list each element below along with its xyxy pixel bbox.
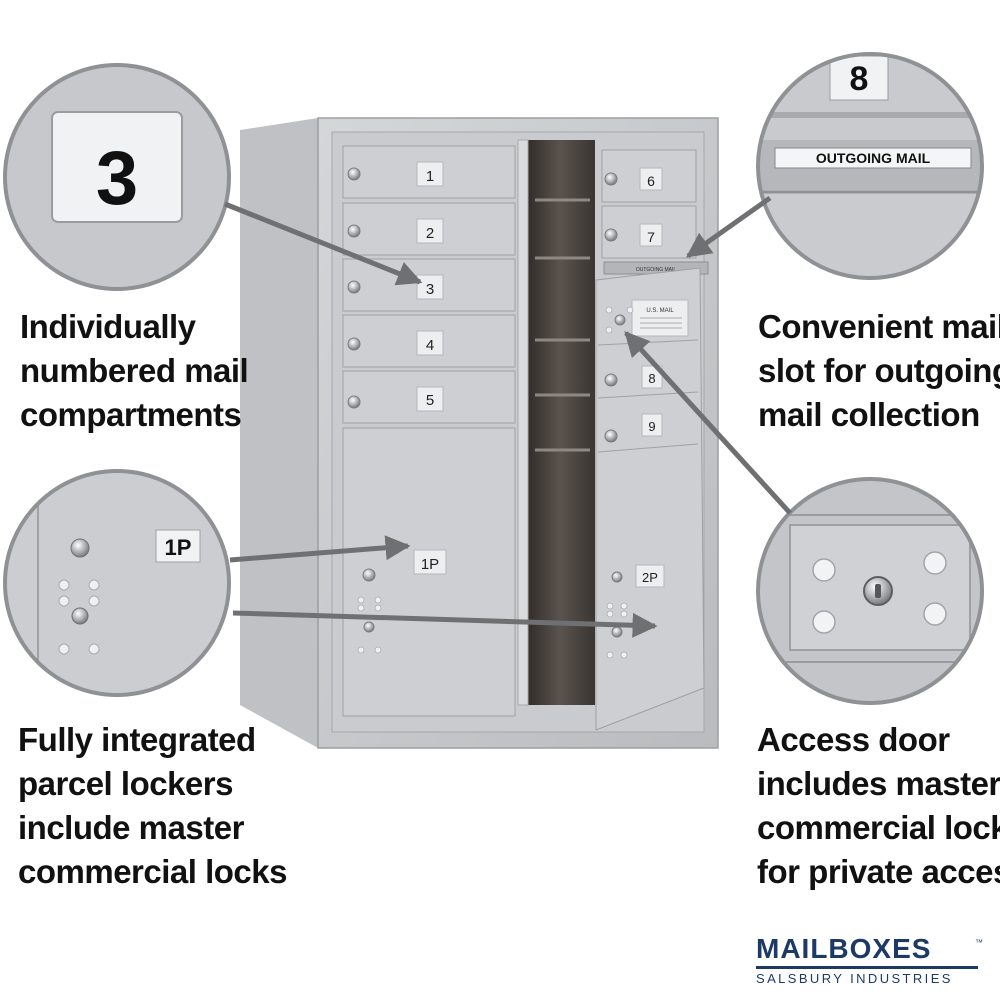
callout-numbered-compartments: Individually numbered mail compartments — [20, 308, 249, 433]
door-lock-icon — [347, 224, 361, 238]
master-lock-icon — [614, 314, 626, 326]
door-lock-icon — [347, 167, 361, 181]
door-number: 2 — [426, 225, 434, 242]
parcel-lock-icon — [611, 571, 623, 583]
parcel-lock-icon — [70, 538, 90, 558]
zoom-number-tag: 3 — [3, 63, 231, 291]
brand-name: MAILBOXES — [756, 933, 932, 964]
door-lock-icon — [604, 429, 618, 443]
us-mail-plate: U.S. MAIL — [646, 308, 674, 314]
zoom-parcel-locks: 1P — [3, 469, 231, 697]
mail-door-2[interactable]: 2 — [342, 202, 516, 256]
door-lock-icon — [347, 395, 361, 409]
mail-door-6[interactable]: 6 — [601, 149, 697, 203]
brand-rule — [756, 966, 978, 969]
slot-label: OUTGOING MAIL — [636, 267, 677, 273]
door-number: 3 — [426, 281, 434, 298]
door-lock-icon — [604, 228, 618, 242]
mail-door-3[interactable]: 3 — [342, 258, 516, 312]
callout-outgoing-slot: Convenient mail slot for outgoing mail c… — [758, 308, 1000, 433]
zoom-outgoing-label: OUTGOING MAIL — [816, 150, 931, 166]
door-number: 5 — [426, 392, 434, 409]
door-lock-icon — [604, 172, 618, 186]
mailbox-unit: 1 2 3 4 — [240, 117, 719, 749]
door-lock-icon — [347, 280, 361, 294]
brand-subtitle: SALSBURY INDUSTRIES — [756, 971, 953, 986]
parcel-number: 1P — [421, 556, 439, 573]
door-lock-icon — [347, 337, 361, 351]
mail-door-4[interactable]: 4 — [342, 314, 516, 368]
parcel-number: 2P — [642, 570, 658, 585]
master-lock-icon — [363, 621, 375, 633]
zoom-parcel-number: 1P — [165, 535, 192, 560]
parcel-locker-1p[interactable]: 1P — [342, 427, 516, 717]
door-lock-icon — [604, 373, 618, 387]
brand-logo: MAILBOXES SALSBURY INDUSTRIES — [756, 934, 978, 986]
zoom-outgoing-number: 8 — [850, 60, 869, 98]
door-number: 7 — [647, 229, 655, 245]
door-number: 1 — [426, 168, 434, 185]
parcel-lock-icon — [362, 568, 376, 582]
master-lock-icon — [611, 626, 623, 638]
zoom-access-lock — [756, 477, 984, 705]
callout-access-door: Access door includes master commercial l… — [757, 721, 1000, 890]
zoom-outgoing-slot: 8 OUTGOING MAIL — [756, 52, 984, 280]
door-number: 6 — [647, 173, 655, 189]
zoom-number: 3 — [96, 136, 138, 221]
door-number: 8 — [648, 371, 655, 386]
mail-door-1[interactable]: 1 — [342, 145, 516, 199]
door-number: 9 — [648, 419, 655, 434]
callout-arrows — [224, 195, 792, 638]
callout-parcel-lockers: Fully integrated parcel lockers include … — [18, 721, 288, 890]
mail-door-5[interactable]: 5 — [342, 370, 516, 424]
door-number: 4 — [426, 337, 434, 354]
trademark-symbol: ™ — [975, 938, 983, 947]
access-door[interactable]: U.S. MAIL 8 9 2P — [595, 267, 705, 731]
master-lock-icon — [71, 607, 89, 625]
mail-door-7[interactable]: 7 — [601, 205, 697, 259]
